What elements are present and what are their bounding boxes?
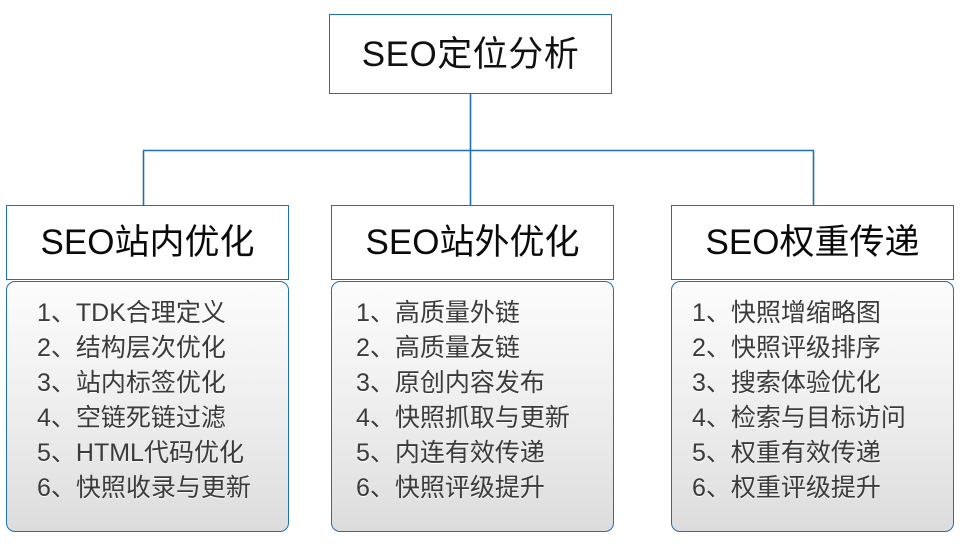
branch-list-3: 1、快照增缩略图 2、快照评级排序 3、搜索体验优化 4、检索与目标访问 5、权… bbox=[671, 281, 954, 532]
list-item: 5、HTML代码优化 bbox=[37, 439, 244, 467]
list-item: 2、高质量友链 bbox=[356, 334, 520, 362]
branch-header-label-2: SEO站外优化 bbox=[365, 223, 580, 262]
list-item: 2、结构层次优化 bbox=[37, 334, 226, 362]
branch-header-label-3: SEO权重传递 bbox=[705, 223, 920, 262]
list-item: 4、检索与目标访问 bbox=[692, 404, 906, 432]
list-item: 3、原创内容发布 bbox=[356, 369, 545, 397]
list-item: 6、权重评级提升 bbox=[692, 474, 881, 502]
list-item: 1、TDK合理定义 bbox=[37, 299, 226, 327]
branch-list-1: 1、TDK合理定义 2、结构层次优化 3、站内标签优化 4、空链死链过滤 5、H… bbox=[6, 281, 289, 532]
list-item: 6、快照评级提升 bbox=[356, 474, 545, 502]
branch-header-label-1: SEO站内优化 bbox=[40, 223, 255, 262]
list-item: 5、内连有效传递 bbox=[356, 439, 545, 467]
branch-header-1[interactable]: SEO站内优化 bbox=[6, 205, 289, 280]
list-item: 5、权重有效传递 bbox=[692, 439, 881, 467]
branch-column-3: SEO权重传递 1、快照增缩略图 2、快照评级排序 3、搜索体验优化 4、检索与… bbox=[671, 205, 954, 532]
list-item: 3、搜索体验优化 bbox=[692, 369, 881, 397]
branch-header-2[interactable]: SEO站外优化 bbox=[331, 205, 614, 280]
list-item: 1、快照增缩略图 bbox=[692, 299, 881, 327]
list-item: 4、快照抓取与更新 bbox=[356, 404, 570, 432]
branch-column-1: SEO站内优化 1、TDK合理定义 2、结构层次优化 3、站内标签优化 4、空链… bbox=[6, 205, 289, 532]
root-node[interactable]: SEO定位分析 bbox=[329, 14, 612, 94]
root-node-label: SEO定位分析 bbox=[361, 34, 580, 74]
list-item: 1、高质量外链 bbox=[356, 299, 520, 327]
list-item: 2、快照评级排序 bbox=[692, 334, 881, 362]
list-item: 6、快照收录与更新 bbox=[37, 474, 251, 502]
branch-list-2: 1、高质量外链 2、高质量友链 3、原创内容发布 4、快照抓取与更新 5、内连有… bbox=[331, 281, 614, 532]
branch-header-3[interactable]: SEO权重传递 bbox=[671, 205, 954, 280]
list-item: 4、空链死链过滤 bbox=[37, 404, 226, 432]
branch-column-2: SEO站外优化 1、高质量外链 2、高质量友链 3、原创内容发布 4、快照抓取与… bbox=[331, 205, 614, 532]
list-item: 3、站内标签优化 bbox=[37, 369, 226, 397]
